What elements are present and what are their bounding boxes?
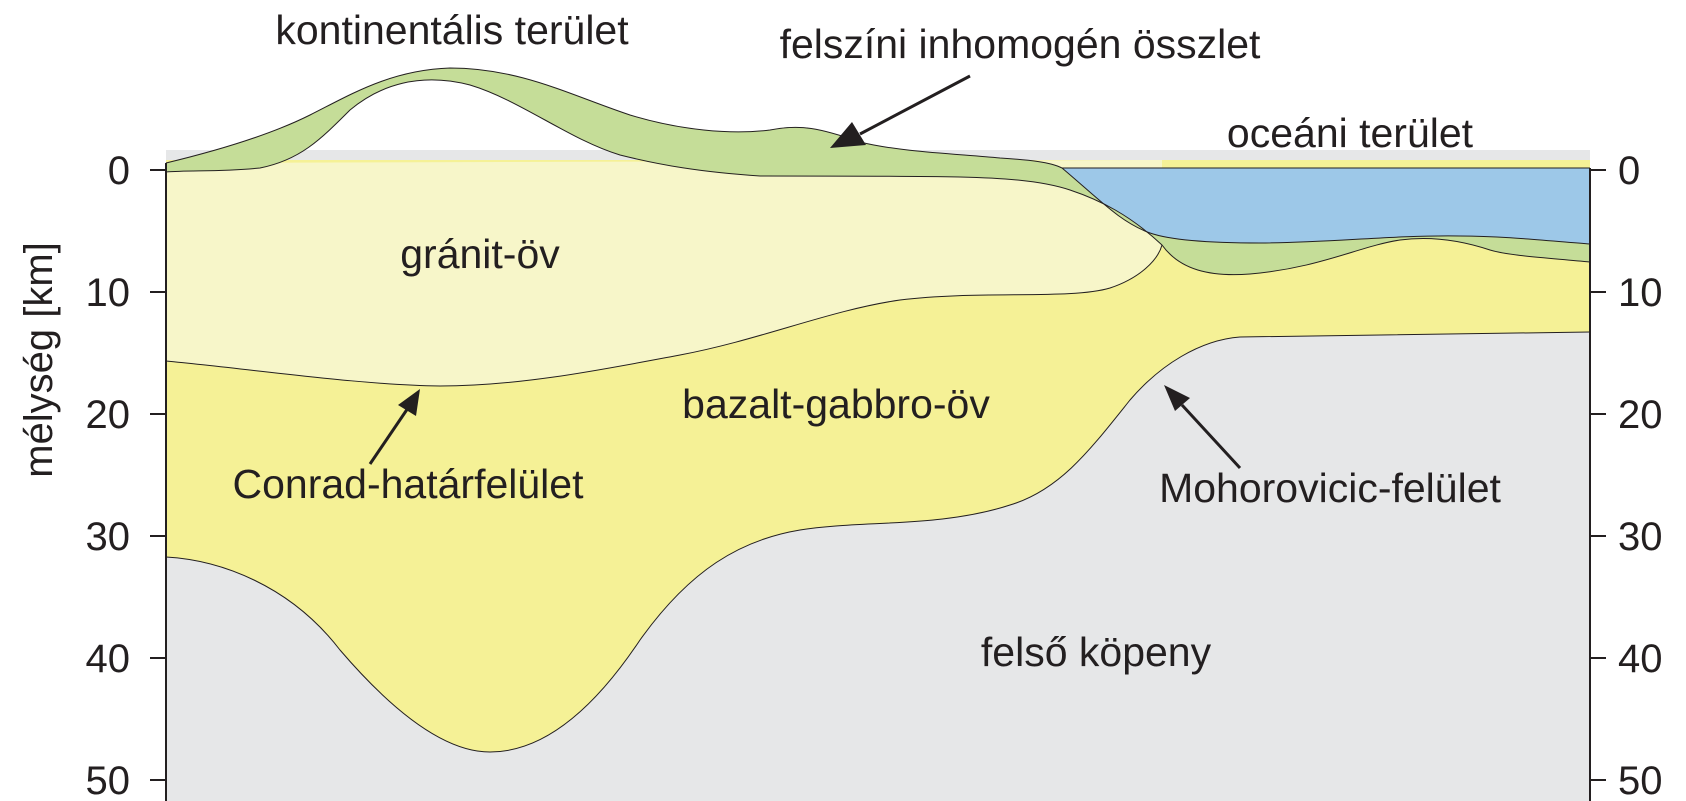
upper-mantle-label: felső köpeny [981,629,1212,675]
y-axis-label: mélység [km] [17,242,61,478]
right-tick-50: 50 [1618,759,1663,801]
granite-belt-label: gránit-öv [400,231,560,277]
basalt-gabbro-belt-label: bazalt-gabbro-öv [682,381,990,427]
right-tick-40: 40 [1618,637,1663,681]
right-tick-0: 0 [1618,149,1640,193]
right-tick-30: 30 [1618,515,1663,559]
left-tick-50: 50 [86,759,131,801]
conrad-surface-label: Conrad-határfelület [233,461,585,507]
right-tick-20: 20 [1618,393,1663,437]
left-tick-20: 20 [86,393,131,437]
right-depth-axis [1590,168,1606,801]
left-depth-axis [150,163,166,801]
left-tick-40: 40 [86,637,131,681]
oceanic-area-label: oceáni terület [1227,110,1474,156]
left-tick-0: 0 [108,149,130,193]
continental-area-label: kontinentális terület [275,7,629,53]
surface-complex-label: felszíni inhomogén összlet [780,21,1261,67]
left-tick-10: 10 [86,271,131,315]
surface-complex-arrow [830,76,970,148]
left-tick-30: 30 [86,515,131,559]
moho-surface-label: Mohorovicic-felület [1159,465,1501,511]
right-tick-10: 10 [1618,271,1663,315]
